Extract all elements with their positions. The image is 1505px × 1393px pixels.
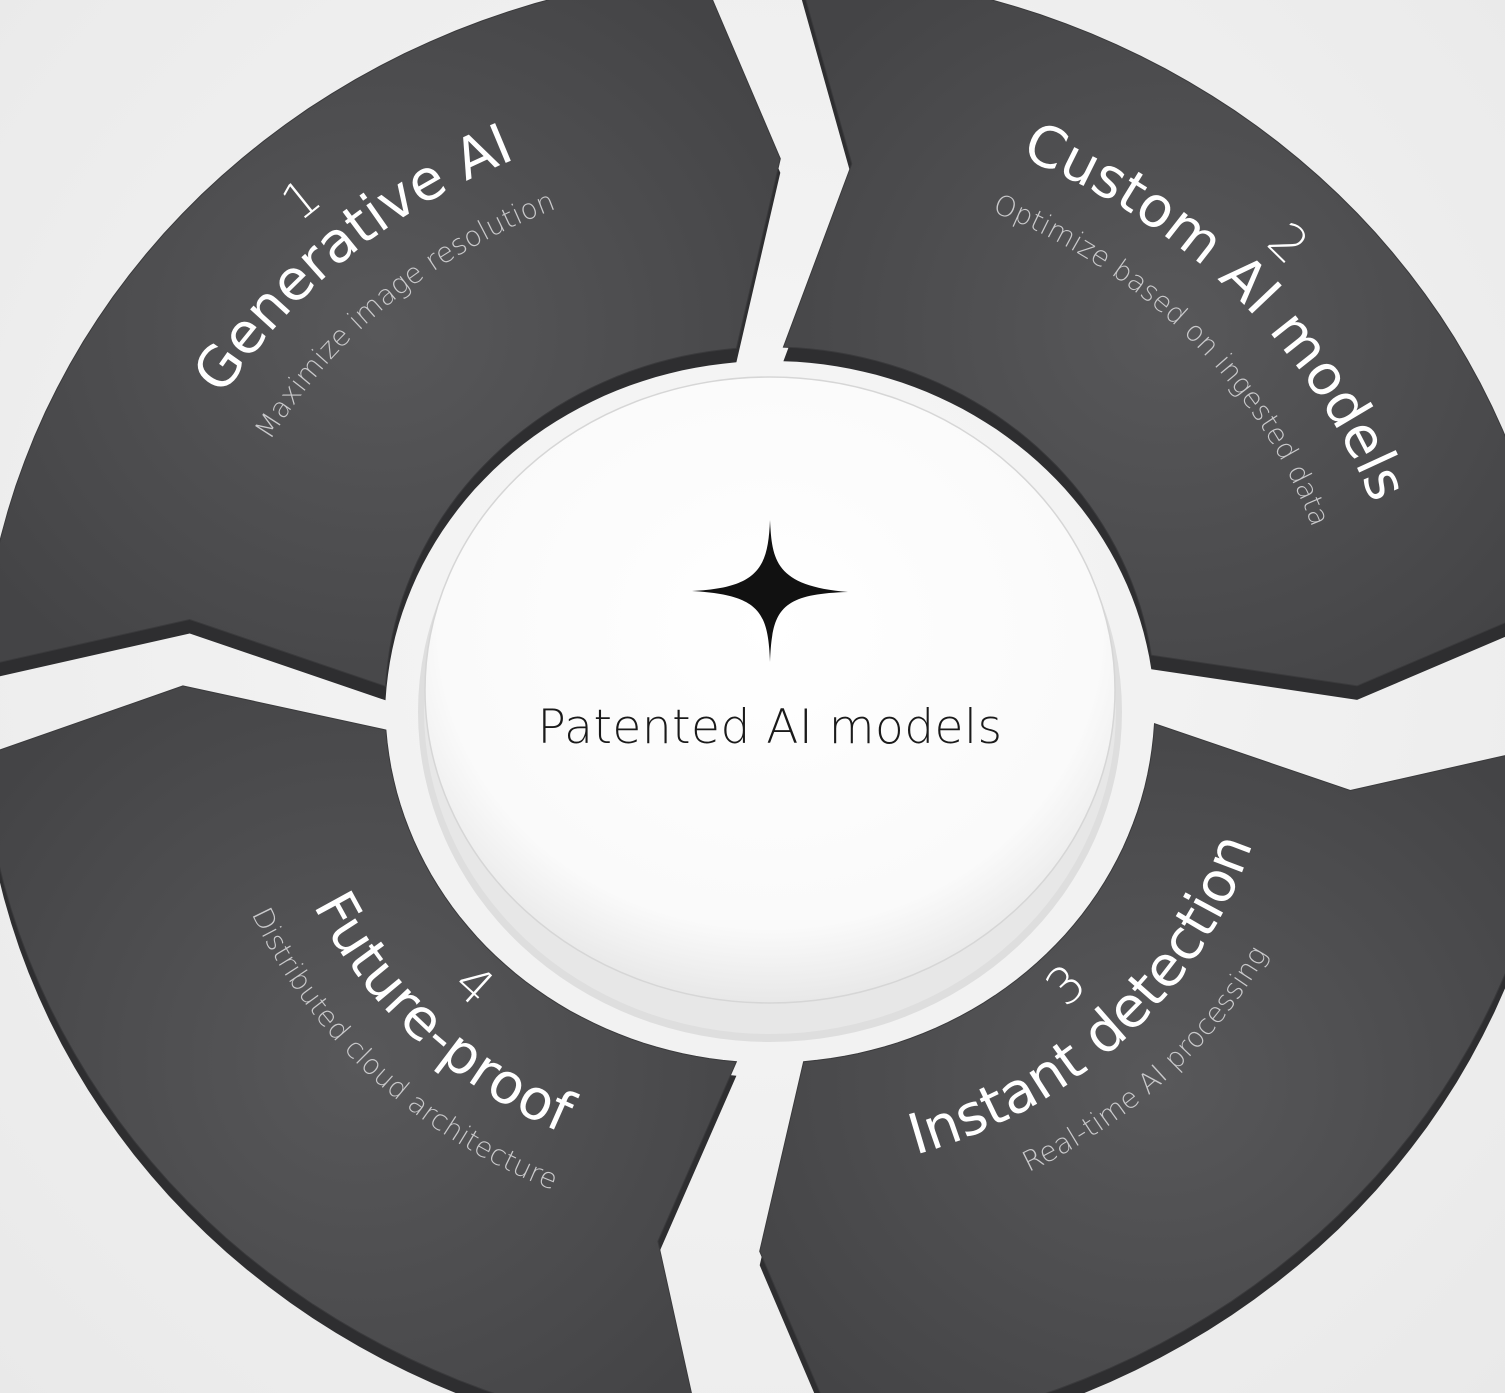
segment-instant-detection: [759, 723, 1505, 1393]
segment-generative-ai: [0, 0, 781, 687]
center-label: Patented AI models: [537, 700, 1003, 755]
segment-future-proof: [0, 685, 738, 1393]
four-point-sparkle-icon: [692, 520, 848, 662]
center-hub: [418, 376, 1122, 1042]
segment-custom-ai-models: [782, 0, 1505, 687]
